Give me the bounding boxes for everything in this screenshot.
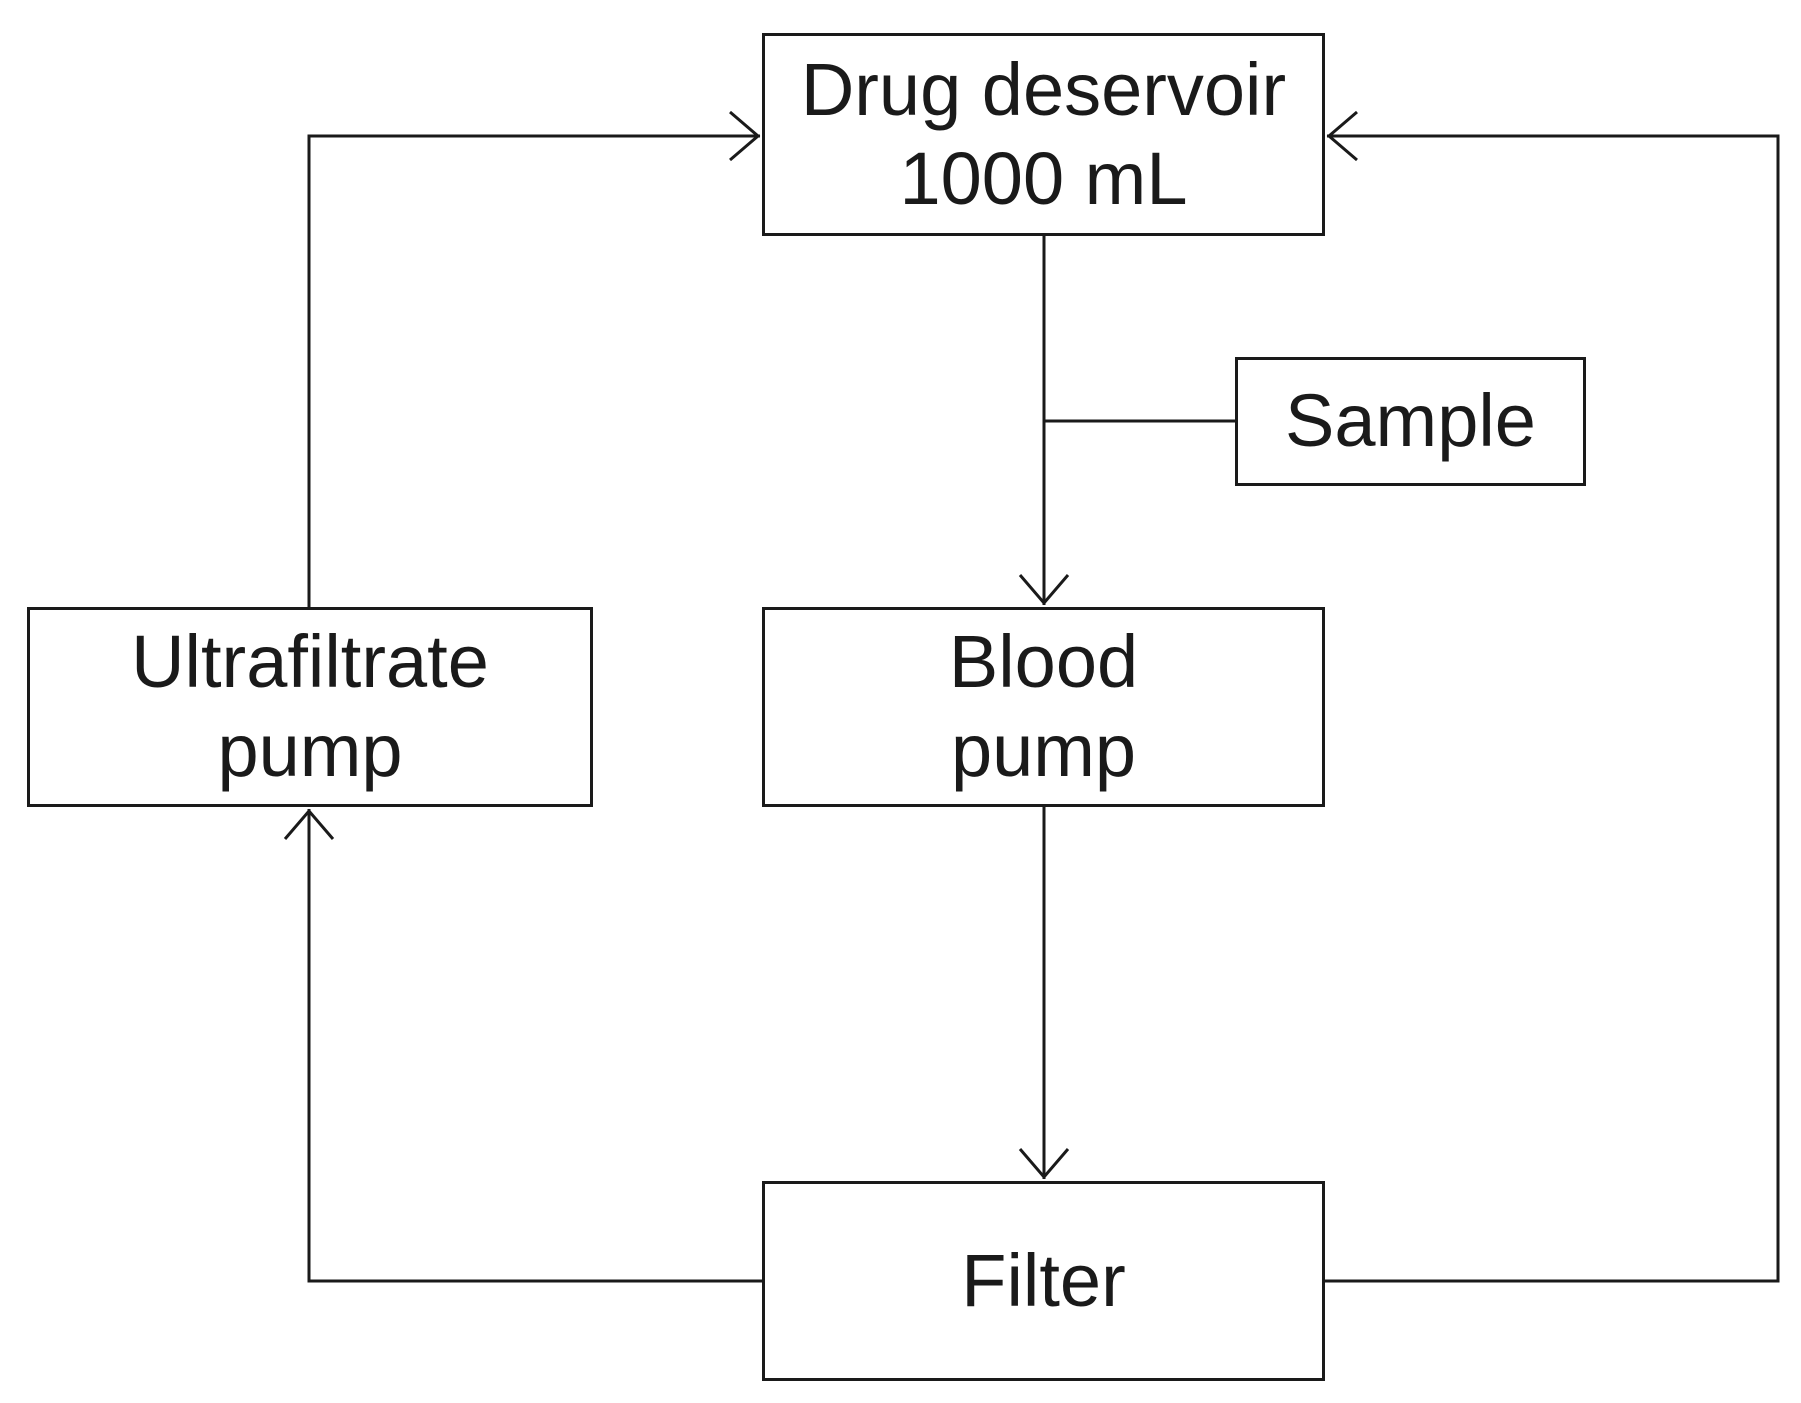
bloodpump-label-line1: Blood <box>948 620 1139 704</box>
filter-to-reservoir-line <box>1325 134 1780 1283</box>
reservoir-left-arrowhead <box>729 110 761 162</box>
sample-box: Sample <box>1235 357 1586 486</box>
reservoir-label-line1: Drug deservoir <box>800 47 1287 131</box>
filter-to-ufpump-line <box>307 809 762 1283</box>
drug-reservoir-box: Drug deservoir 1000 mL <box>762 33 1325 236</box>
ufpump-to-reservoir-line <box>307 134 760 607</box>
filter-arrowhead <box>1018 1148 1070 1180</box>
blood-pump-box: Blood pump <box>762 607 1325 807</box>
filter-label: Filter <box>961 1238 1126 1322</box>
reservoir-right-arrowhead <box>1326 110 1358 162</box>
filter-box: Filter <box>762 1181 1325 1381</box>
sample-label: Sample <box>1285 379 1536 463</box>
ultrafiltrate-pump-box: Ultrafiltrate pump <box>27 607 593 807</box>
bloodpump-label-line2: pump <box>950 709 1137 792</box>
ufpump-arrowhead <box>283 808 335 840</box>
ufpump-label-line2: pump <box>217 709 403 792</box>
bloodpump-arrowhead <box>1018 574 1070 606</box>
ufpump-label-line1: Ultrafiltrate <box>131 620 489 704</box>
reservoir-label-line2: 1000 mL <box>899 136 1188 220</box>
